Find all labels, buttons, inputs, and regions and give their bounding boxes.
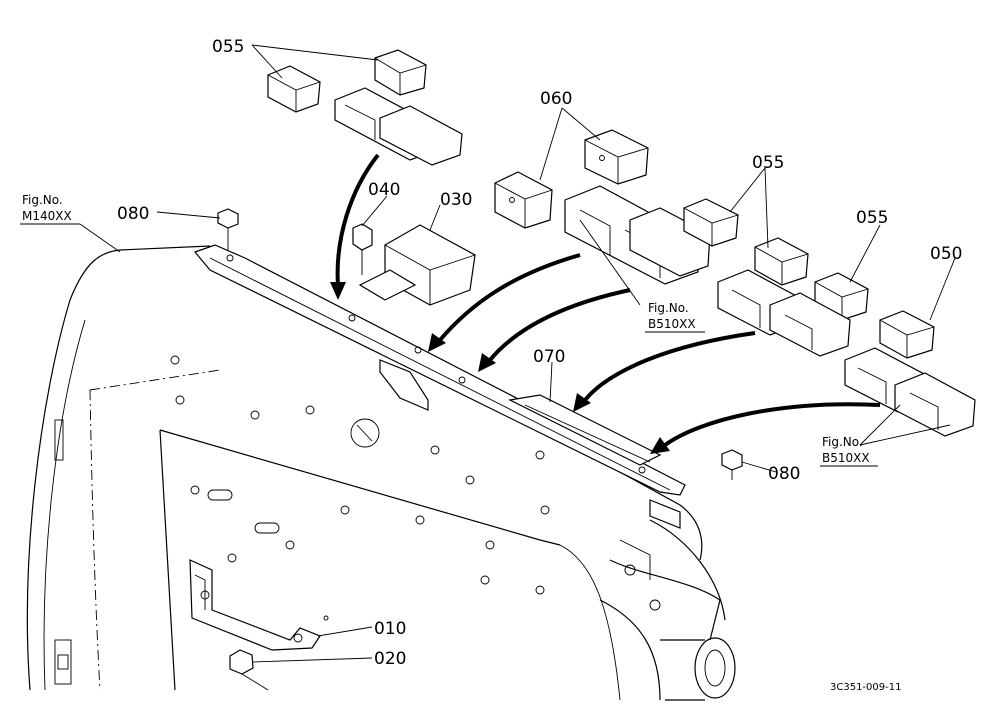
label-060: 060 — [540, 89, 572, 109]
part-020-bolt — [229, 649, 269, 691]
part-070-cover — [508, 394, 662, 466]
label-055-mid: 055 — [752, 153, 784, 173]
arrow-5 — [663, 402, 881, 447]
arrow-2 — [438, 253, 581, 342]
arrow-4 — [583, 331, 756, 402]
part-080-screw-left — [217, 208, 239, 250]
label-080-right: 080 — [768, 464, 800, 484]
leader-lines — [20, 44, 956, 663]
arrow-3 — [488, 288, 631, 362]
label-010: 010 — [374, 619, 406, 639]
part-040-fuse — [352, 223, 373, 275]
label-030: 030 — [440, 190, 472, 210]
figref-mid-code: B510XX — [648, 317, 696, 331]
label-055-top: 055 — [212, 37, 244, 57]
figref-left-code: M140XX — [22, 209, 72, 223]
relay-group-060 — [494, 129, 711, 285]
figref-right-code: B510XX — [822, 451, 870, 465]
relay-group-right — [683, 198, 976, 437]
part-010-bracket — [189, 559, 329, 651]
arrow-1 — [335, 153, 380, 286]
label-055-right: 055 — [856, 208, 888, 228]
figref-left-title: Fig.No. — [22, 193, 63, 207]
figref-mid-title: Fig.No. — [648, 301, 689, 315]
label-020: 020 — [374, 649, 406, 669]
label-070: 070 — [533, 347, 565, 367]
part-080-screw-right — [721, 449, 743, 480]
label-050: 050 — [930, 244, 962, 264]
mounting-plate — [193, 244, 686, 529]
part-030-relay — [358, 224, 476, 306]
relay-group-top — [267, 49, 463, 166]
figref-right-title: Fig.No. — [822, 435, 863, 449]
part-labels: 055 060 040 030 080 055 055 050 070 080 … — [117, 37, 962, 669]
panel-housing — [26, 245, 736, 701]
label-040: 040 — [368, 180, 400, 200]
label-080-left: 080 — [117, 204, 149, 224]
drawing-code: 3C351-009-11 — [830, 682, 901, 693]
figure-references: Fig.No. M140XX Fig.No. B510XX Fig.No. B5… — [22, 193, 870, 465]
assembly-arrows — [330, 153, 881, 454]
